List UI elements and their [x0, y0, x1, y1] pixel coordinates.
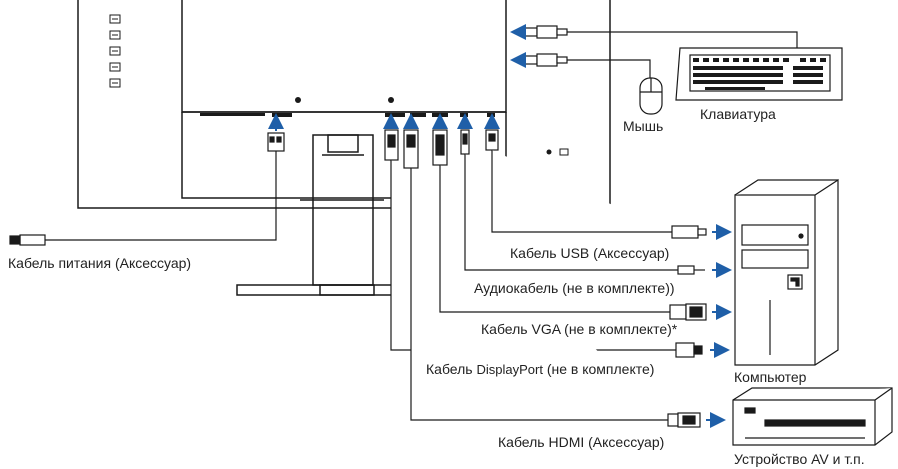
computer-label: Компьютер — [734, 369, 807, 385]
port-strip — [200, 113, 495, 117]
displayport-cable-suffix: (не в комплекте) — [542, 361, 655, 377]
peripheral-cables — [567, 31, 798, 78]
mouse-label: Мышь — [623, 118, 664, 134]
monitor-stand — [236, 134, 451, 296]
displayport-cable-label: Кабель DisplayPort (не в комплекте) — [426, 361, 654, 378]
usb-top-arrows — [510, 24, 526, 68]
monitor-buttons — [109, 14, 121, 88]
computer-icon — [734, 178, 839, 366]
power-cable-label: Кабель питания (Аксессуар) — [8, 255, 192, 271]
displayport-cable-name: DisplayPort — [476, 362, 543, 377]
vga-cable-label: Кабель VGA (не в комплекте)* — [481, 321, 678, 337]
av-device-icon — [732, 387, 893, 446]
screw-holes — [295, 97, 569, 156]
monitor-back — [77, 0, 611, 209]
usb-ports-top — [524, 25, 568, 67]
keyboard-icon — [675, 47, 843, 101]
mouse-icon — [639, 77, 663, 115]
usb-cable-label: Кабель USB (Аксессуар) — [510, 245, 670, 261]
power-cable — [9, 132, 285, 246]
keyboard-label: Клавиатура — [700, 106, 776, 122]
hdmi-cable-label: Кабель HDMI (Аксессуар) — [498, 434, 665, 450]
displayport-cable-prefix: Кабель — [426, 361, 477, 377]
usb-upstream-connector — [485, 129, 707, 239]
av-device-label: Устройство AV и т.п. — [734, 451, 865, 467]
device-arrows — [706, 224, 732, 428]
audio-cable-label: Аудиокабель (не в комплекте)) — [474, 280, 675, 296]
